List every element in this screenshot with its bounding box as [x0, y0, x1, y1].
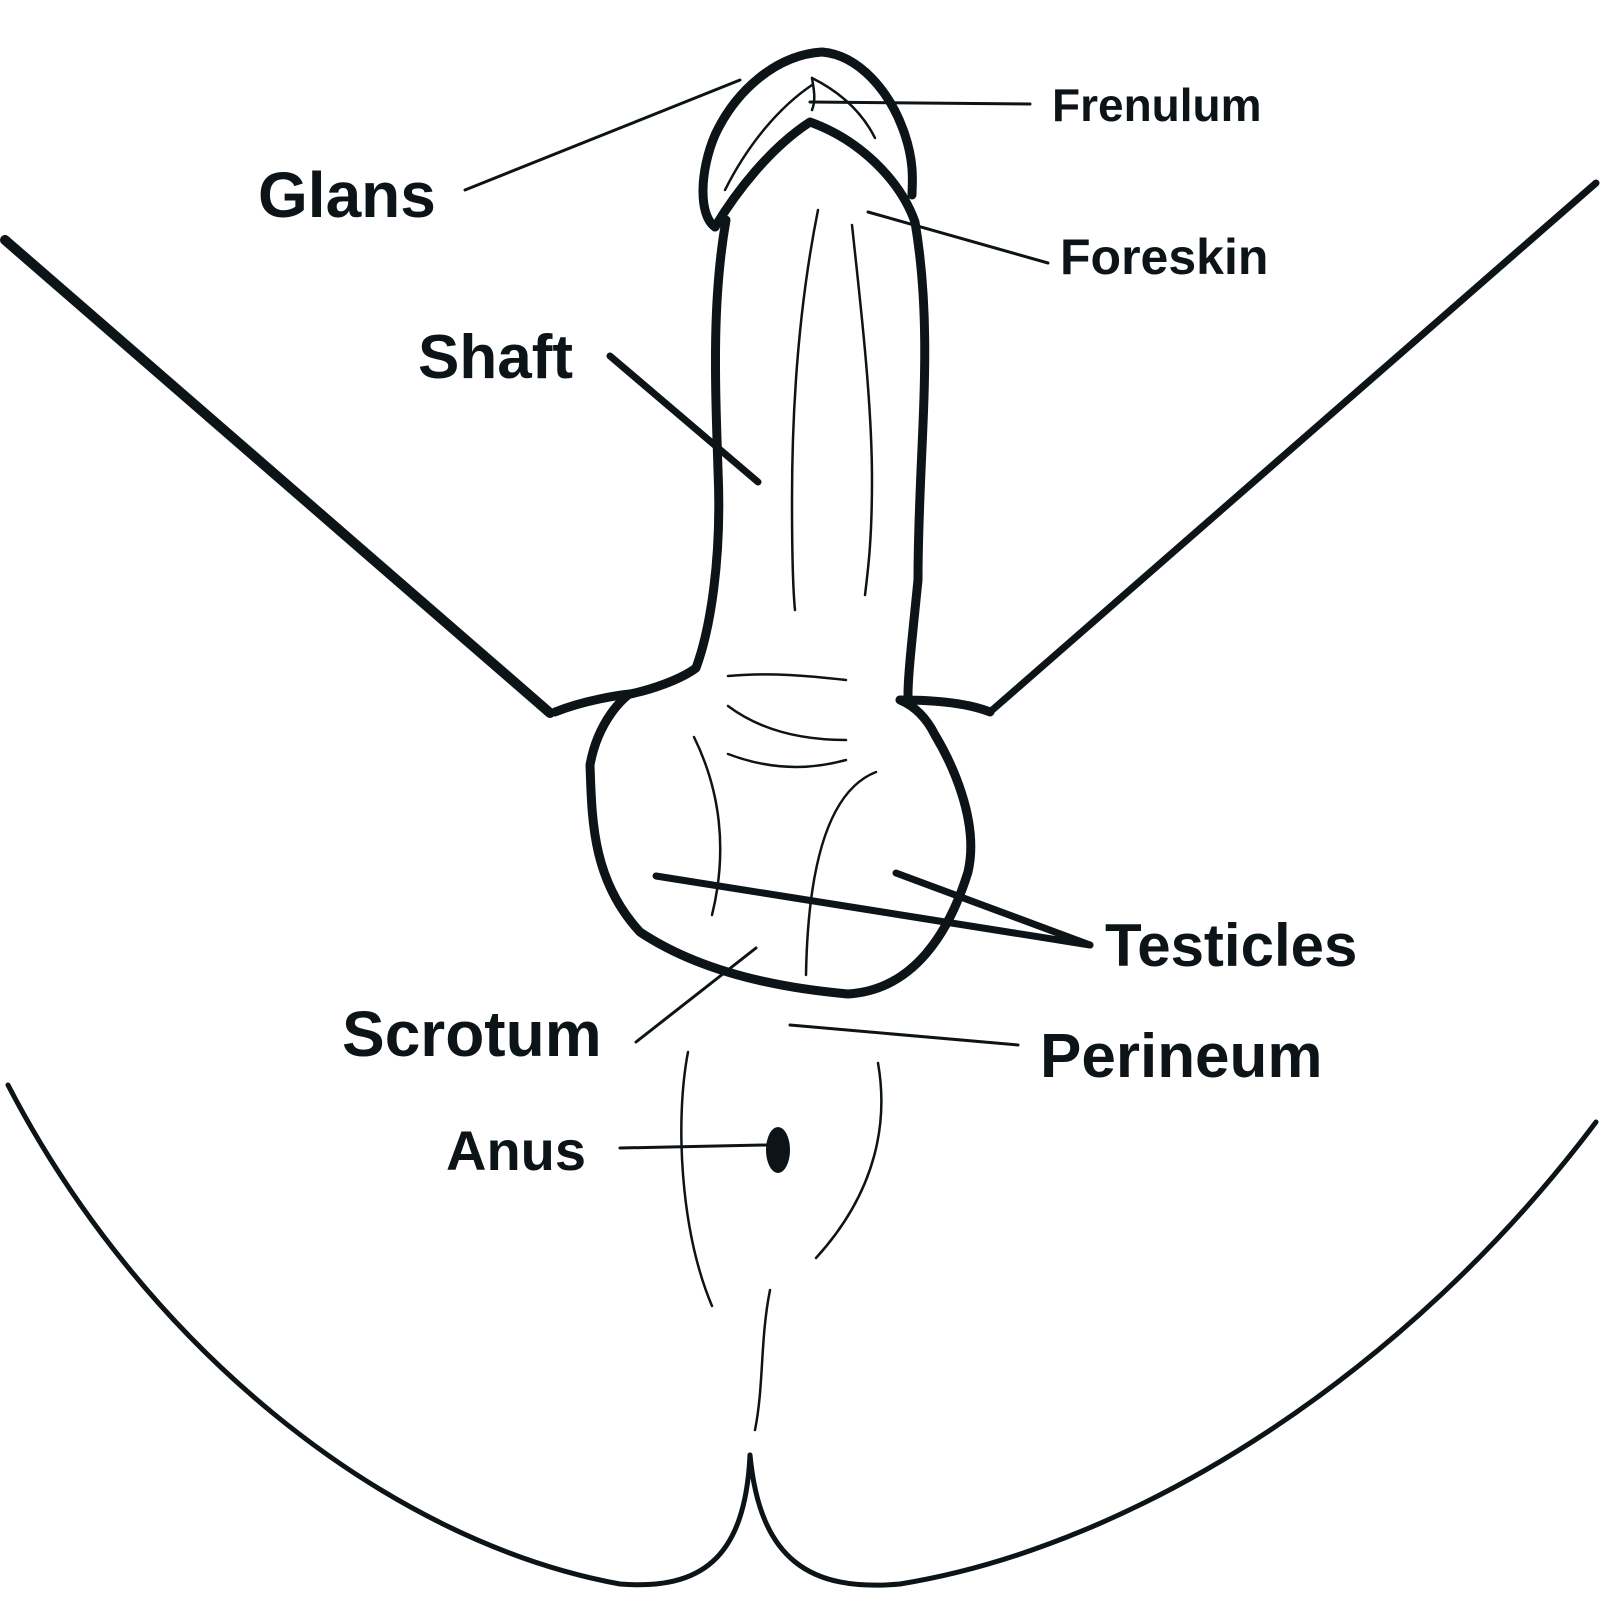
- shaft-outline: [710, 117, 930, 700]
- glans-ridge-left: [723, 83, 814, 192]
- anus-mark: [766, 1127, 790, 1173]
- left-buttock-outline: [5, 1082, 753, 1588]
- shaft-crease-right: [850, 223, 874, 597]
- scrotum-fold-1: [726, 673, 848, 682]
- right-buttock-outline: [747, 1119, 1599, 1588]
- scrotum-leader: [634, 946, 758, 1044]
- scrotum-raphe-left: [692, 735, 722, 917]
- glans-outline: [698, 47, 917, 232]
- left-inner-thigh-line: [0, 235, 555, 718]
- right-perineum-fold: [814, 1061, 883, 1260]
- perineum-label: Perineum: [1040, 1022, 1323, 1091]
- scrotum-outline: [550, 689, 995, 999]
- anus-label: Anus: [446, 1119, 586, 1182]
- glans-leader: [463, 78, 742, 192]
- foreskin-leader: [866, 210, 1050, 265]
- shaft-crease-left: [790, 208, 820, 612]
- gluteal-cleft-line: [753, 1288, 772, 1432]
- testicles-leader-left: [652, 872, 1094, 949]
- shaft-label: Shaft: [418, 323, 573, 392]
- perineum-leader: [788, 1023, 1020, 1047]
- frenulum-label: Frenulum: [1052, 79, 1262, 131]
- scrotum-raphe-right: [804, 770, 878, 977]
- glans-tip-line: [810, 76, 816, 112]
- left-perineum-fold: [680, 1050, 714, 1308]
- scrotum-label: Scrotum: [342, 998, 602, 1070]
- shaft-left-outline: [625, 215, 731, 699]
- testicles-label: Testicles: [1105, 912, 1357, 979]
- anus-leader: [618, 1143, 768, 1150]
- frenulum-leader: [808, 100, 1032, 106]
- glans-label: Glans: [258, 159, 436, 231]
- shaft-leader: [606, 352, 762, 486]
- scrotum-fold-3: [726, 752, 848, 769]
- testicles-leader-right: [892, 869, 1094, 949]
- foreskin-label: Foreskin: [1060, 229, 1268, 285]
- right-inner-thigh-line: [986, 179, 1600, 716]
- scrotum-fold-2: [726, 704, 848, 742]
